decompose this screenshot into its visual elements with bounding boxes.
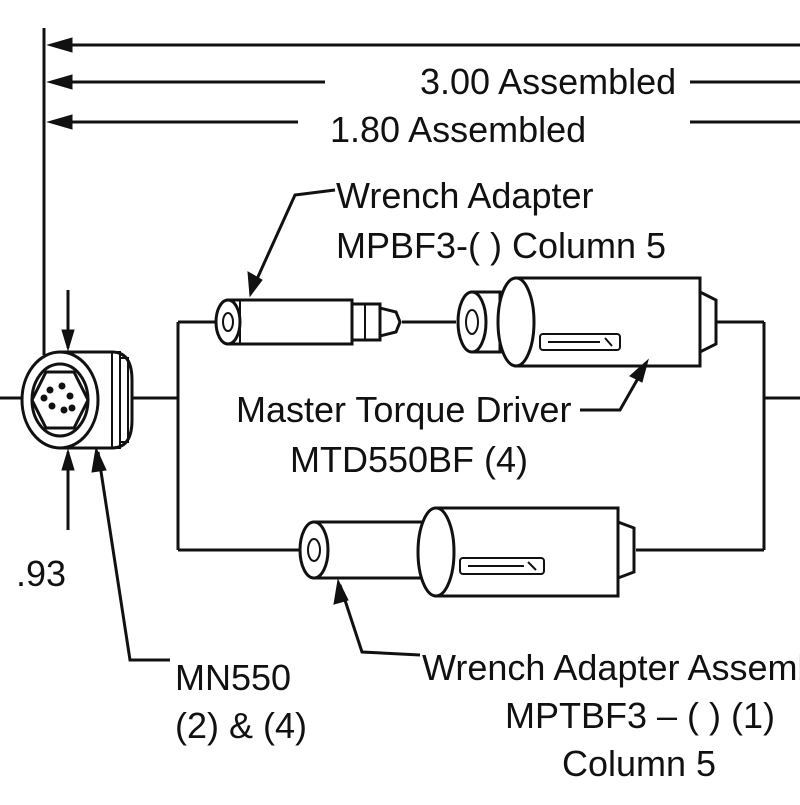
mn550-label-line1: MN550 <box>175 657 291 698</box>
assembly-leader-line <box>338 584 421 657</box>
wrench-adapter-label-line2: MPBF3-( ) Column 5 <box>336 225 666 266</box>
arrowhead-icon <box>46 74 73 90</box>
assembly-label-line2: MPTBF3 – ( ) (1) <box>505 695 775 736</box>
arrowhead-icon <box>61 329 75 352</box>
dimension-label-1-80: 1.80 Assembled <box>330 109 586 150</box>
assembly-label-line1: Wrench Adapter Assembly <box>422 647 800 688</box>
arrowhead-icon <box>46 37 73 53</box>
dimension-label-093: .93 <box>16 553 66 594</box>
wrench-adapter-leader-line <box>250 188 336 291</box>
master-torque-label-line2: MTD550BF (4) <box>290 439 528 480</box>
dimension-lines <box>42 28 800 355</box>
assembly-label-line3: Column 5 <box>562 743 716 784</box>
arrowhead-icon <box>61 448 75 471</box>
master-torque-leader-line <box>580 365 647 412</box>
master-torque-label-line1: Master Torque Driver <box>236 389 571 430</box>
wrench-adapter-assembly-part-icon <box>298 506 636 598</box>
mn550-label-line2: (2) & (4) <box>175 705 307 746</box>
master-torque-driver-part-icon <box>456 276 718 368</box>
dimension-label-3-00: 3.00 Assembled <box>420 61 676 102</box>
arrowhead-icon <box>333 578 349 605</box>
arrowhead-icon <box>46 114 73 130</box>
dimension-093-arrows <box>61 290 75 530</box>
connection-lines <box>0 320 800 552</box>
wrench-adapter-label-line1: Wrench Adapter <box>336 175 593 216</box>
mn550-nut-icon <box>20 350 134 450</box>
wrench-adapter-part-icon <box>214 298 402 346</box>
arrowhead-icon <box>91 446 107 473</box>
mn550-leader-line <box>96 451 170 662</box>
arrowhead-icon <box>247 271 263 298</box>
arrowhead-icon <box>629 358 649 383</box>
